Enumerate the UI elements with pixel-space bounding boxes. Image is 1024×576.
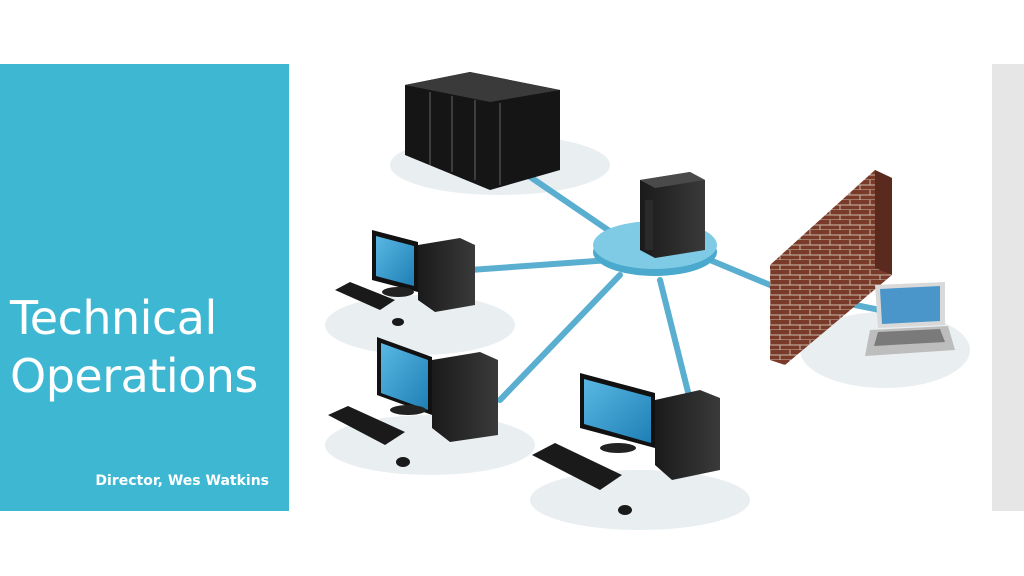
desktop-computer-icon [328,337,498,467]
slide-title: Technical Operations [10,289,285,405]
server-rack-icon [405,72,560,190]
side-strip [992,64,1024,511]
hub-server-icon [593,172,717,276]
network-diagram-image [325,72,970,530]
firewall-icon [770,170,892,365]
title-line-1: Technical [10,291,217,345]
title-panel: Technical Operations Director, Wes Watki… [0,64,289,511]
laptop-icon [865,282,955,356]
slide-subtitle: Director, Wes Watkins [95,473,269,489]
desktop-computer-icon [335,230,475,326]
title-line-2: Operations [10,349,258,403]
desktop-computer-icon [532,373,720,515]
